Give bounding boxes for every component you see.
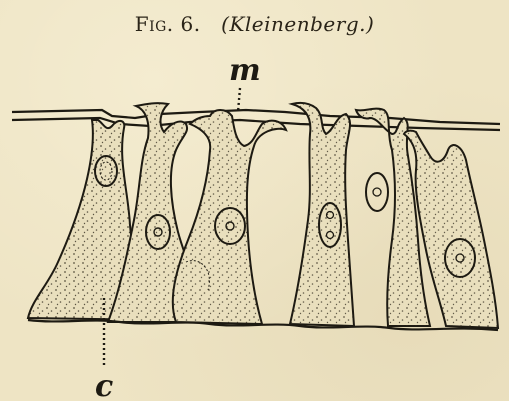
nucleus-5 [366,173,388,211]
label-c: c [95,369,113,401]
label-m: m [229,53,261,88]
cell-3 [173,110,286,324]
pointer-m [238,88,240,112]
muscle-layer-lines [12,110,500,130]
cell-4 [290,103,354,326]
